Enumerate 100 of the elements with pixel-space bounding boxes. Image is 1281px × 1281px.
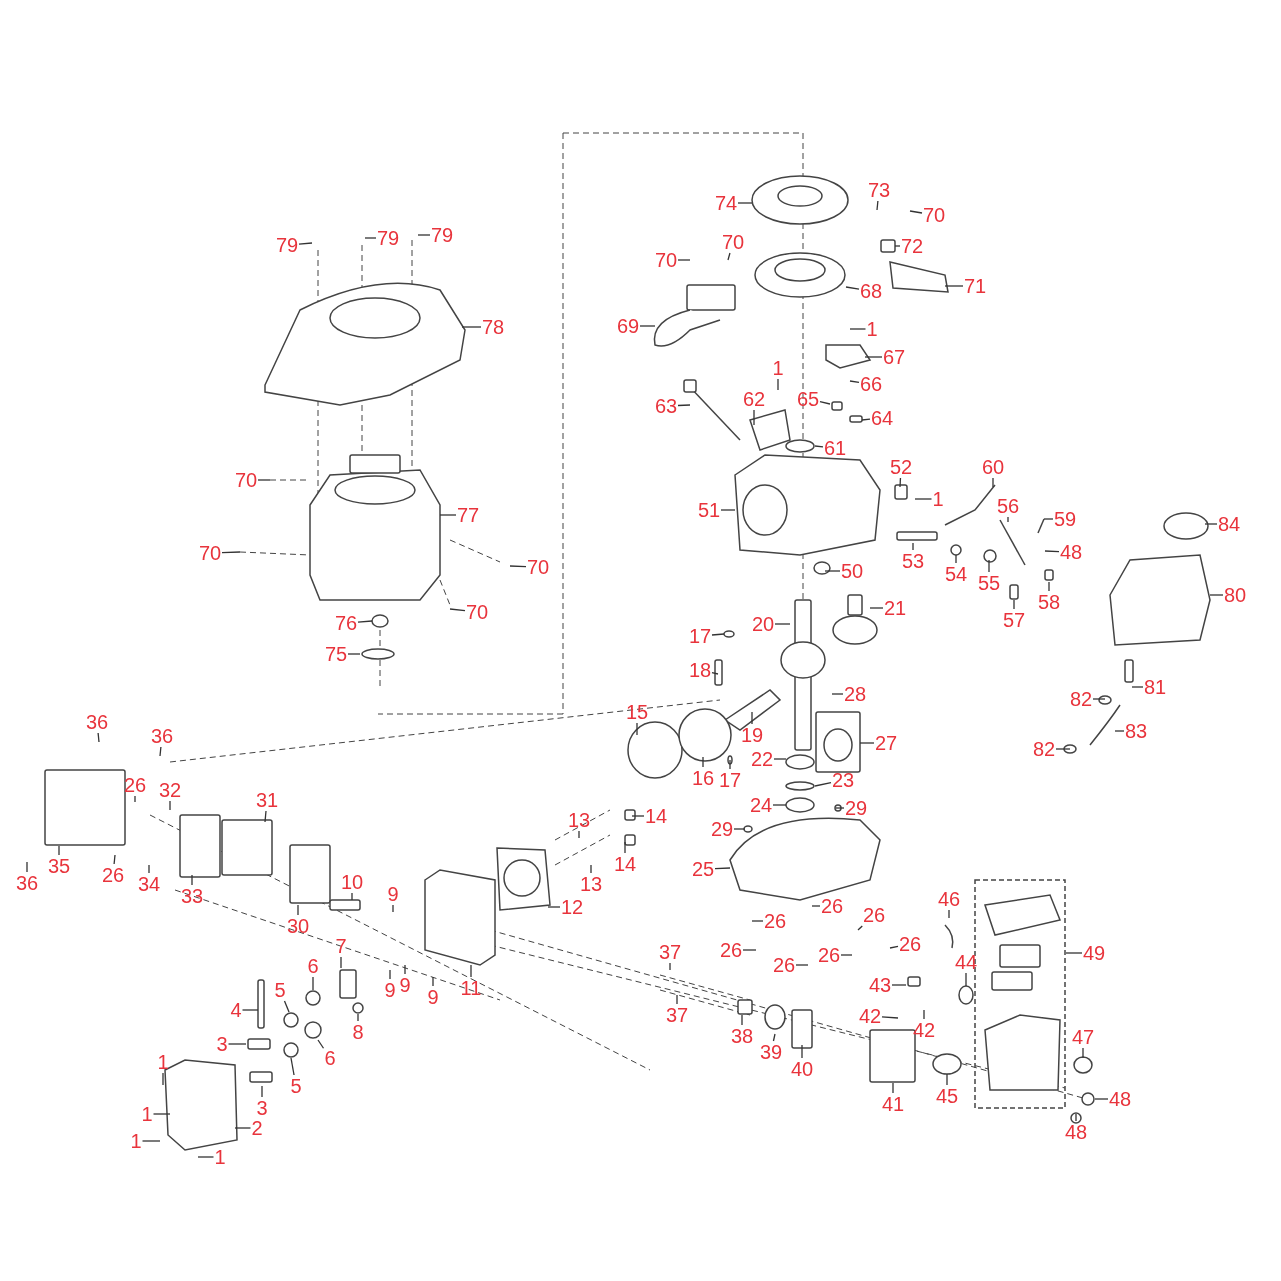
leader-line bbox=[58, 845, 60, 856]
leader-line bbox=[578, 830, 580, 839]
callout-number: 5 bbox=[274, 980, 286, 1000]
leader-line bbox=[891, 984, 907, 986]
callout-number: 30 bbox=[287, 916, 310, 936]
callout-number: 79 bbox=[276, 235, 299, 255]
callout-number: 73 bbox=[868, 180, 891, 200]
leader-line bbox=[141, 1140, 161, 1142]
callout-number: 1 bbox=[866, 319, 878, 339]
leader-line bbox=[97, 732, 100, 743]
leader-line bbox=[702, 756, 704, 768]
leader-line bbox=[892, 1082, 894, 1094]
leader-line bbox=[751, 920, 764, 922]
callout-number: 44 bbox=[955, 952, 978, 972]
callout-number: 26 bbox=[773, 955, 796, 975]
leader-line bbox=[676, 994, 678, 1005]
leader-line bbox=[857, 925, 863, 931]
callout-number: 79 bbox=[431, 225, 454, 245]
leader-line bbox=[1204, 523, 1218, 525]
callout-number: 26 bbox=[863, 905, 886, 925]
callout-number: 70 bbox=[923, 205, 946, 225]
leader-line bbox=[955, 554, 957, 564]
leader-line bbox=[849, 380, 860, 383]
callout-number: 24 bbox=[750, 795, 773, 815]
leader-line bbox=[221, 551, 241, 554]
leader-line bbox=[1094, 1098, 1109, 1100]
callout-number: 45 bbox=[936, 1086, 959, 1106]
leader-line bbox=[814, 781, 832, 787]
leader-line bbox=[801, 1044, 803, 1059]
callout-number: 42 bbox=[913, 1020, 936, 1040]
callout-number: 79 bbox=[377, 228, 400, 248]
callout-number: 7 bbox=[335, 936, 347, 956]
callout-number: 56 bbox=[997, 496, 1020, 516]
leader-line bbox=[720, 509, 736, 511]
leader-line bbox=[639, 325, 656, 327]
callout-number: 84 bbox=[1218, 514, 1241, 534]
leader-line bbox=[241, 1009, 259, 1011]
leader-line bbox=[134, 795, 136, 803]
callout-number: 64 bbox=[871, 408, 894, 428]
leader-line bbox=[795, 964, 809, 966]
leader-line bbox=[404, 964, 406, 975]
leader-line bbox=[298, 242, 313, 245]
leader-line bbox=[169, 800, 171, 811]
leader-line bbox=[948, 909, 950, 919]
callout-number: 9 bbox=[427, 987, 439, 1007]
callout-number: 36 bbox=[151, 726, 174, 746]
leader-line bbox=[1055, 748, 1071, 750]
leader-line bbox=[1048, 581, 1050, 592]
callout-number: 61 bbox=[824, 438, 847, 458]
leader-line bbox=[1092, 698, 1106, 700]
leader-line bbox=[988, 559, 990, 573]
leader-line bbox=[753, 409, 755, 426]
leader-line bbox=[669, 962, 671, 971]
leader-line bbox=[1082, 1047, 1084, 1059]
callout-number: 40 bbox=[791, 1059, 814, 1079]
callout-number: 3 bbox=[216, 1034, 228, 1054]
callout-number: 6 bbox=[324, 1048, 336, 1068]
leader-line bbox=[547, 906, 561, 908]
leader-line bbox=[845, 286, 860, 290]
callout-number: 65 bbox=[797, 389, 820, 409]
leader-line bbox=[741, 1014, 743, 1026]
leader-line bbox=[727, 252, 731, 261]
callout-number: 60 bbox=[982, 457, 1005, 477]
leader-line bbox=[772, 1033, 776, 1042]
callout-number: 50 bbox=[841, 561, 864, 581]
callout-number: 13 bbox=[580, 874, 603, 894]
leader-line bbox=[357, 1013, 359, 1022]
leader-line bbox=[297, 904, 299, 916]
callout-number: 21 bbox=[884, 598, 907, 618]
callout-number: 62 bbox=[743, 389, 766, 409]
callout-number: 1 bbox=[772, 358, 784, 378]
callout-number: 11 bbox=[460, 978, 482, 998]
leader-line bbox=[197, 1156, 215, 1158]
callout-number: 13 bbox=[568, 810, 591, 830]
callout-number: 70 bbox=[527, 557, 550, 577]
leader-line bbox=[711, 633, 725, 636]
callout-number: 29 bbox=[845, 798, 868, 818]
callout-number: 70 bbox=[655, 250, 678, 270]
leader-line bbox=[417, 234, 431, 236]
callout-number: 5 bbox=[290, 1076, 302, 1096]
callout-number: 28 bbox=[844, 684, 867, 704]
callout-number: 26 bbox=[764, 911, 787, 931]
leader-line bbox=[773, 758, 787, 760]
callout-number: 26 bbox=[899, 934, 922, 954]
leader-line bbox=[899, 477, 902, 488]
callout-number: 59 bbox=[1054, 509, 1077, 529]
callout-number: 52 bbox=[890, 457, 913, 477]
callout-number: 2 bbox=[251, 1118, 263, 1138]
leader-line bbox=[714, 867, 731, 870]
leader-line bbox=[290, 1057, 295, 1076]
callout-number: 70 bbox=[466, 602, 489, 622]
leader-line bbox=[159, 746, 162, 757]
callout-number: 26 bbox=[818, 945, 841, 965]
leader-line bbox=[148, 864, 150, 874]
callout-number: 1 bbox=[157, 1052, 169, 1072]
callout-number: 38 bbox=[731, 1026, 754, 1046]
callout-number: 14 bbox=[614, 854, 637, 874]
leader-line bbox=[26, 861, 28, 873]
callout-number: 78 bbox=[482, 317, 505, 337]
callout-number: 75 bbox=[325, 644, 348, 664]
